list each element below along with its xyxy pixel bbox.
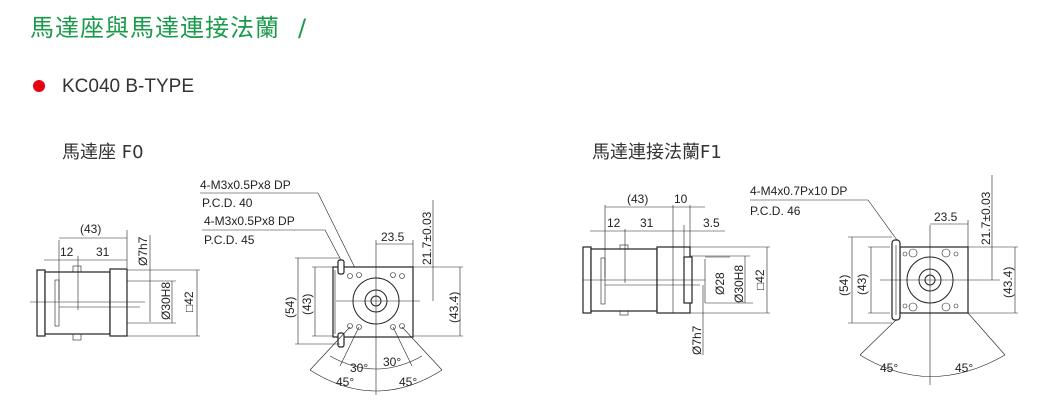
f0-dim-235: 23.5 [381, 230, 405, 244]
f1-dim-a: 12 [607, 216, 621, 230]
page-title: 馬達座與馬達連接法蘭 / [30, 8, 307, 43]
f0-ang-30a: 30° [350, 361, 368, 375]
f1-dim-c: 3.5 [703, 216, 720, 230]
f0-ang-30b: 30° [383, 355, 401, 369]
f0-dim-overall: (43) [80, 222, 101, 236]
f0-ang-45b: 45° [399, 375, 417, 389]
f1-dim-overall: (43) [627, 192, 648, 206]
f1-label: 馬達連接法蘭F1 [592, 142, 722, 163]
f1-ang-45a: 45° [880, 361, 898, 375]
f1-dim-10: 10 [674, 192, 688, 206]
f0-note-3: 4-M3x0.5Px8 DP [204, 214, 295, 228]
f0-dim-217: 21.7±0.03 [420, 211, 434, 265]
f0-dim-43: (43) [300, 294, 314, 315]
f0-dim-b: 31 [96, 245, 110, 259]
f1-dim-54: (54) [837, 275, 851, 296]
f1-dim-217: 21.7±0.03 [979, 191, 993, 245]
f0-dim-54: (54) [283, 297, 297, 318]
f0-ang-45a: 45° [336, 375, 354, 389]
f0-dim-434: (43.4) [447, 292, 461, 323]
f0-note-4: P.C.D. 45 [204, 233, 255, 247]
f1-dim-235: 23.5 [934, 210, 958, 224]
model-name: KC040 B-TYPE [62, 76, 194, 97]
f1-front-view: 4-M4x0.7Px10 DP P.C.D. 46 23.5 21.7±0.03… [750, 175, 1018, 385]
f1-note-2: P.C.D. 46 [750, 204, 801, 218]
f0-side-view: (43) 12 31 Ø7h7 Ø30H8 □42 [30, 222, 200, 341]
f1-dim-43: (43) [855, 274, 869, 295]
f1-dim-b: 31 [640, 216, 654, 230]
f0-note-2: P.C.D. 40 [202, 196, 253, 210]
f1-dim-28: Ø28 [713, 272, 727, 295]
f0-dim-square: □42 [182, 291, 196, 312]
f1-dim-pilot: Ø30H8 [732, 265, 746, 303]
f1-side-view: (43) 10 12 31 3.5 Ø28 Ø30H8 □42 Ø7h7 [582, 192, 770, 355]
f1-dim-shaft: Ø7h7 [690, 325, 704, 355]
f1-note-1: 4-M4x0.7Px10 DP [750, 184, 847, 198]
bullet-icon [33, 80, 45, 92]
f0-dim-shaft: Ø7h7 [136, 236, 150, 266]
f0-note-1: 4-M3x0.5Px8 DP [200, 178, 291, 192]
title-slash: / [298, 14, 308, 42]
f0-dim-pilot: Ø30H8 [159, 282, 173, 320]
f0-label: 馬達座 F0 [62, 142, 144, 163]
f0-front-view: 4-M3x0.5Px8 DP P.C.D. 40 4-M3x0.5Px8 DP … [200, 178, 463, 395]
title-text: 馬達座與馬達連接法蘭 [30, 14, 280, 42]
f1-dim-434: (43.4) [1001, 267, 1015, 298]
f1-dim-square: □42 [753, 269, 767, 290]
f1-ang-45b: 45° [955, 361, 973, 375]
f0-dim-a: 12 [60, 245, 74, 259]
